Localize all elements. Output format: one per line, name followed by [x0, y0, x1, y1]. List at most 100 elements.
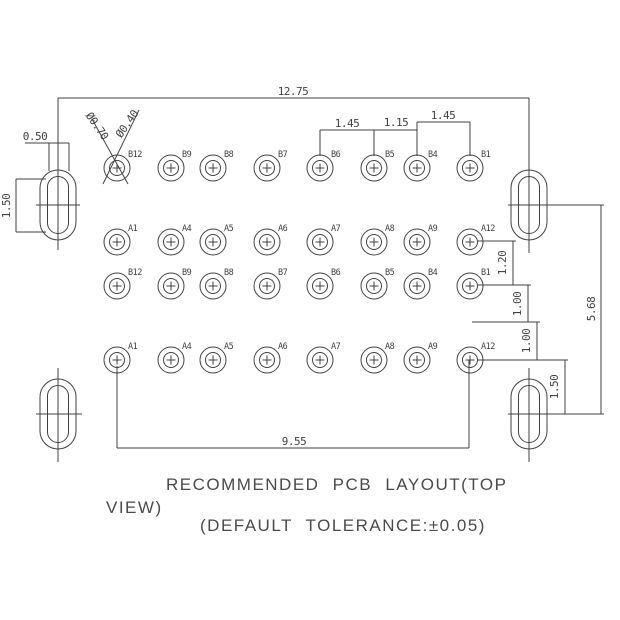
pad-b5-row1: B5 — [360, 150, 395, 182]
pad-b9-row1: B9 — [157, 150, 192, 182]
pad-outer-circle — [360, 228, 388, 256]
pad-inner-circle — [259, 352, 275, 368]
dimension-labels: 12.75 1.45 1.15 1.45 0.50 1.50 Ø0.70 Ø0.… — [0, 85, 598, 448]
pad-label: A8 — [385, 342, 395, 352]
pad-inner-circle — [366, 234, 382, 250]
dim-label-total-width: 12.75 — [278, 85, 309, 98]
pad-a4-row4: A4 — [157, 342, 192, 374]
pad-inner-circle — [409, 160, 425, 176]
pad-inner-circle — [462, 160, 478, 176]
pad-label: A12 — [481, 342, 495, 352]
pad-label: B6 — [331, 268, 341, 278]
pad-label: A12 — [481, 224, 495, 234]
pad-outer-circle — [103, 272, 131, 300]
pad-label: A7 — [331, 224, 341, 234]
pad-outer-circle — [157, 346, 185, 374]
pad-label: A6 — [278, 224, 288, 234]
tolerance-note: (DEFAULT TOLERANCE:±0.05) — [200, 516, 486, 535]
pad-label: B6 — [331, 150, 341, 160]
pad-a6-row2: A6 — [253, 224, 288, 256]
pad-outer-circle — [199, 154, 227, 182]
pad-label: A7 — [331, 342, 341, 352]
pad-inner-circle — [312, 160, 328, 176]
pad-label: A4 — [182, 224, 192, 234]
pad-outer-circle — [306, 272, 334, 300]
pad-a5-row4: A5 — [199, 342, 234, 374]
pad-inner-circle — [462, 234, 478, 250]
pad-inner-circle — [205, 234, 221, 250]
pad-b7-row1: B7 — [253, 150, 288, 182]
pad-b1-row1: B1 — [456, 150, 491, 182]
drawing-title-line2: VIEW) — [106, 498, 163, 517]
pad-outer-circle — [157, 228, 185, 256]
pad-outer-circle — [103, 154, 131, 182]
dim-label-gap-1-20: 1.20 — [496, 251, 509, 276]
dim-label-row-span: 9.55 — [282, 435, 307, 448]
pad-b4-row1: B4 — [403, 150, 438, 182]
pad-b8-row3: B8 — [199, 268, 234, 300]
pad-label: B12 — [128, 268, 142, 278]
pad-inner-circle — [163, 278, 179, 294]
pad-outer-circle — [306, 228, 334, 256]
pad-inner-circle — [462, 278, 478, 294]
pad-label: A9 — [428, 342, 438, 352]
pad-outer-circle — [103, 346, 131, 374]
dim-label-pitch-b4-b1: 1.45 — [431, 109, 456, 122]
pad-b9-row3: B9 — [157, 268, 192, 300]
dim-label-pad-outer-dia: Ø0.70 — [83, 110, 111, 143]
pad-label: A4 — [182, 342, 192, 352]
pad-label: B8 — [224, 150, 234, 160]
pad-a9-row4: A9 — [403, 342, 438, 374]
pad-inner-circle — [259, 234, 275, 250]
pad-label: B7 — [278, 150, 288, 160]
pad-inner-circle — [109, 278, 125, 294]
pad-inner-circle — [205, 278, 221, 294]
pad-outer-circle — [199, 272, 227, 300]
dimension-lines — [15, 97, 604, 449]
pad-outer-circle — [403, 228, 431, 256]
pad-outer-circle — [403, 272, 431, 300]
pad-b1-row3: B1 — [456, 268, 491, 300]
pad-outer-circle — [360, 346, 388, 374]
pad-outer-circle — [456, 346, 484, 374]
pad-label: A9 — [428, 224, 438, 234]
dim-label-gap-1-00-lower: 1.00 — [520, 329, 533, 354]
pad-a7-row4: A7 — [306, 342, 341, 374]
pad-inner-circle — [312, 352, 328, 368]
pad-outer-circle — [199, 228, 227, 256]
pad-inner-circle — [409, 234, 425, 250]
pad-outer-circle — [403, 154, 431, 182]
pad-outer-circle — [456, 272, 484, 300]
drawing-notes: RECOMMENDED PCB LAYOUT(TOP VIEW) (DEFAUL… — [106, 475, 506, 535]
pad-inner-circle — [259, 278, 275, 294]
pad-label: B4 — [428, 268, 438, 278]
pad-inner-circle — [312, 278, 328, 294]
pad-label: B9 — [182, 150, 192, 160]
pad-a8-row4: A8 — [360, 342, 395, 374]
pad-b12-row3: B12 — [103, 268, 143, 300]
pad-outer-circle — [253, 154, 281, 182]
pad-label: B8 — [224, 268, 234, 278]
pad-outer-circle — [253, 228, 281, 256]
pad-a5-row2: A5 — [199, 224, 234, 256]
pad-a1-row2: A1 — [103, 224, 138, 256]
pad-inner-circle — [312, 234, 328, 250]
pad-outer-circle — [157, 154, 185, 182]
pad-a12-row2: A12 — [456, 224, 496, 256]
pad-inner-circle — [205, 160, 221, 176]
pad-label: B12 — [128, 150, 142, 160]
pad-outer-circle — [253, 346, 281, 374]
pad-inner-circle — [163, 352, 179, 368]
pad-outer-circle — [157, 272, 185, 300]
pad-outer-circle — [199, 346, 227, 374]
pad-label: B7 — [278, 268, 288, 278]
pad-label: B5 — [385, 150, 395, 160]
pad-inner-circle — [366, 352, 382, 368]
pad-outer-circle — [306, 346, 334, 374]
pad-inner-circle — [109, 160, 125, 176]
mounting-slot-bottom-right — [510, 368, 548, 462]
pad-b5-row3: B5 — [360, 268, 395, 300]
